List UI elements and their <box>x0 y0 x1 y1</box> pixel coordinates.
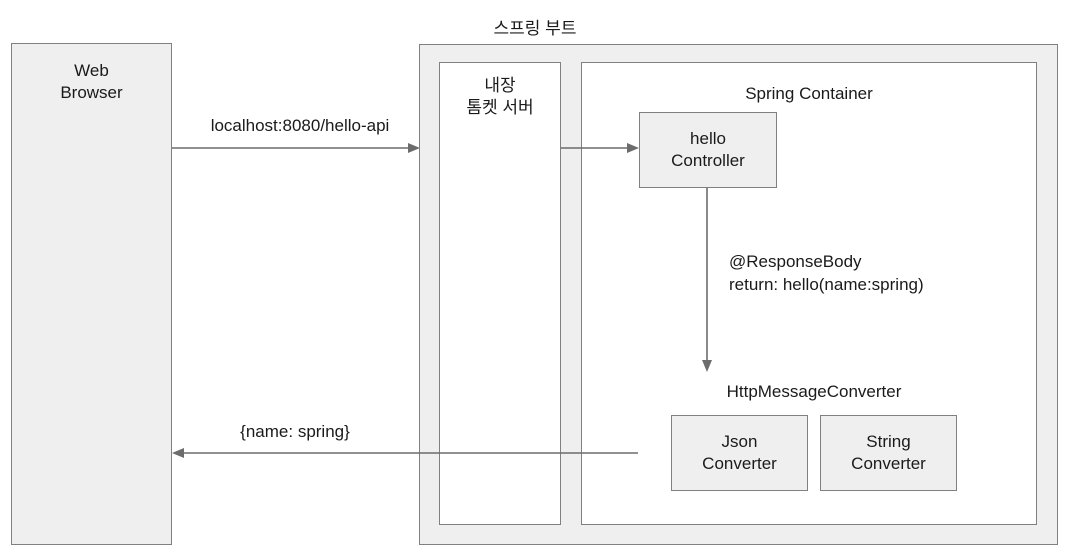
diagram-title: 스프링 부트 <box>493 19 577 38</box>
web-browser-box: Web Browser <box>11 43 172 545</box>
string-converter-box: String Converter <box>820 415 957 491</box>
json-converter-label: Json Converter <box>702 431 777 473</box>
response-arrow-head <box>172 448 184 458</box>
spring-container-label: Spring Container <box>745 84 873 103</box>
hello-controller-label: hello Controller <box>671 128 745 170</box>
web-browser-label: Web Browser <box>60 61 123 103</box>
json-converter-box: Json Converter <box>671 415 808 491</box>
response-body-edge-label: @ResponseBody return: hello(name:spring) <box>729 252 924 294</box>
request-edge-label: localhost:8080/hello-api <box>210 116 390 135</box>
hello-controller-box: hello Controller <box>639 112 777 188</box>
response-edge-label: {name: spring} <box>240 422 350 441</box>
tomcat-server-label: 내장 톰켓 서버 <box>466 76 534 118</box>
http-message-converter-label: HttpMessageConverter <box>726 382 902 401</box>
string-converter-label: String Converter <box>851 431 926 473</box>
tomcat-server-box: 내장 톰켓 서버 <box>439 62 561 525</box>
